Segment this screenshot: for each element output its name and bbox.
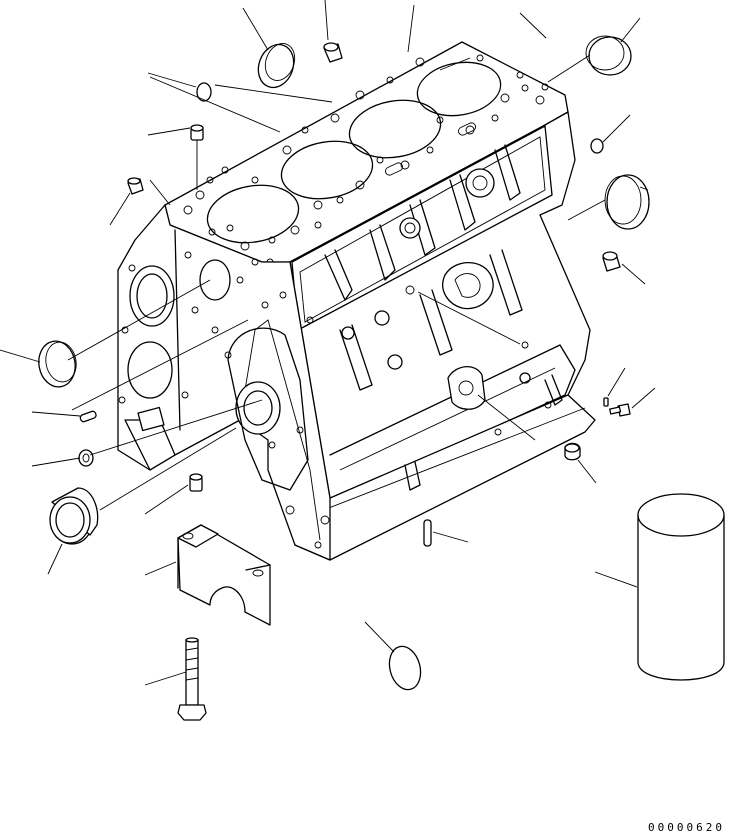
cylinder-bore-4 bbox=[416, 61, 502, 117]
dowel-pin-pan bbox=[423, 519, 432, 547]
plug-large-bottom bbox=[388, 645, 422, 691]
cylinder-bore-3 bbox=[348, 99, 442, 159]
small-plug-bottom-right bbox=[564, 442, 581, 461]
small-plug-right-1 bbox=[590, 138, 604, 154]
oil-filter-pad bbox=[442, 262, 494, 310]
bolt-small-right bbox=[609, 403, 631, 417]
dowel-pin-vertical bbox=[190, 124, 204, 190]
main-bearing-cap bbox=[177, 524, 271, 626]
side-frame-inner bbox=[299, 136, 546, 323]
boss-1 bbox=[399, 217, 421, 239]
drawing-code: 00000620 bbox=[648, 821, 725, 834]
cylinder-bore-1 bbox=[206, 184, 300, 244]
dowel-pin-left bbox=[79, 410, 97, 423]
pin-under-block bbox=[189, 473, 203, 492]
small-plug-top bbox=[323, 42, 343, 63]
plug-large-right bbox=[604, 174, 650, 230]
main-bearing-bolt bbox=[177, 637, 207, 721]
cylinder-bore-2 bbox=[280, 140, 374, 200]
boss-3 bbox=[374, 310, 390, 326]
plug-large-top-left bbox=[257, 43, 296, 89]
front-gasket-outline bbox=[227, 327, 309, 491]
cylinder-liner bbox=[637, 493, 725, 681]
front-face-edge bbox=[174, 229, 181, 431]
boss-2 bbox=[465, 168, 495, 198]
deck-slot-2 bbox=[458, 122, 476, 136]
plug-large-top-right bbox=[585, 35, 632, 76]
deck-slot-1 bbox=[385, 162, 403, 176]
cylinder-block bbox=[117, 41, 596, 561]
front-lug bbox=[137, 406, 165, 432]
small-plug-left-1 bbox=[196, 82, 212, 102]
deck-holes bbox=[183, 54, 549, 266]
leader-lines bbox=[0, 0, 656, 686]
small-ring-left bbox=[78, 449, 94, 467]
front-bolt-holes bbox=[118, 251, 330, 549]
small-plug-left-2 bbox=[127, 177, 144, 195]
camshaft-bushing bbox=[49, 487, 99, 545]
plug-large-left bbox=[38, 340, 77, 388]
front-bore-idler bbox=[199, 259, 231, 301]
small-plug-right-2 bbox=[602, 251, 621, 272]
water-pump-pad bbox=[447, 366, 486, 410]
pin-tiny-right bbox=[603, 397, 609, 407]
